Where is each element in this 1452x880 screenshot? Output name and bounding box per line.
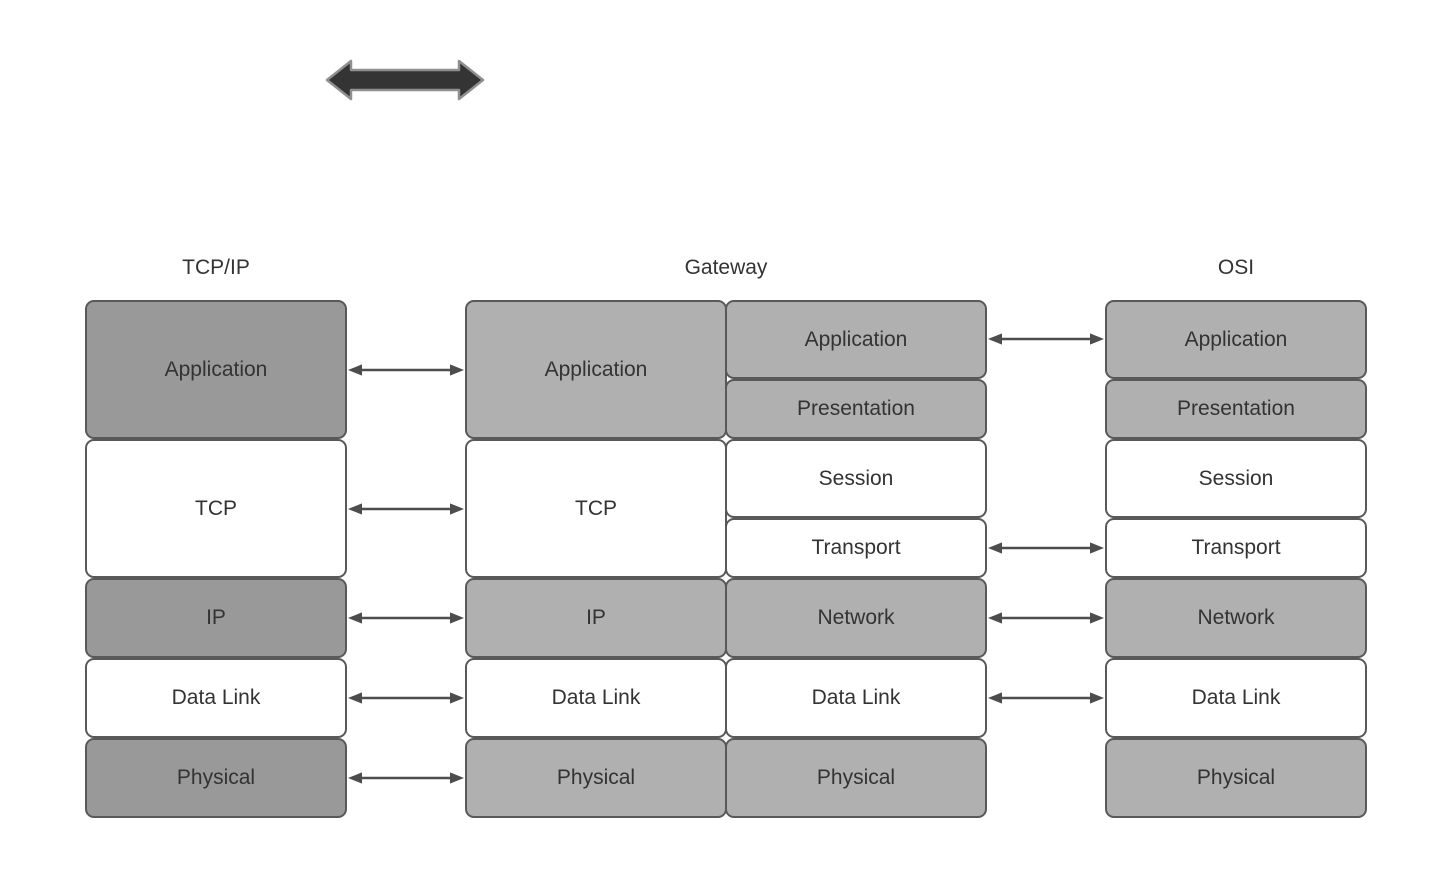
layer-label: Data Link [171,686,261,709]
layer-label: Session [1198,466,1274,490]
osi-layer-data-link: Data Link [1105,658,1367,738]
double-arrow-icon-gateway-osi-application [988,333,1104,345]
tcpip-layer-data-link: Data Link [85,658,347,738]
gateway-right-layer-network: Network [725,578,987,658]
layer-label: Transport [811,536,901,559]
gateway-right-layer-data-link: Data Link [725,658,987,738]
osi-layer-physical: Physical [1105,738,1367,818]
layer-label: Presentation [1177,397,1295,420]
double-arrow-icon-tcpip-gateway-data-link [348,692,464,704]
layer-label: Data Link [811,686,901,709]
osi-layer-session: Session [1105,439,1367,518]
tcpip-layer-physical: Physical [85,738,347,818]
gateway-left-layer-ip: IP [465,578,727,658]
gateway-right-layer-session: Session [725,439,987,518]
osi-layer-presentation: Presentation [1105,379,1367,439]
double-arrow-icon-tcpip-gateway-ip [348,612,464,624]
layer-label: IP [206,606,226,629]
layer-label: Physical [556,766,636,789]
layer-label: Application [1184,327,1288,351]
osi-layer-network: Network [1105,578,1367,658]
osi-layer-application: Application [1105,300,1367,379]
layer-label: Physical [1196,766,1276,789]
layer-label: Network [1197,606,1275,629]
gateway-right-layer-transport: Transport [725,518,987,578]
layer-label: Application [544,357,648,381]
layer-label: Application [804,327,908,351]
double-arrow-icon-gateway-osi-data-link [988,692,1104,704]
tcpip-layer-tcp: TCP [85,439,347,578]
layer-label: Data Link [1191,686,1281,709]
gateway-right-layer-application: Application [725,300,987,379]
layer-label: IP [586,606,606,629]
gateway-left-layer-tcp: TCP [465,439,727,578]
double-arrow-icon-tcpip-gateway-physical [348,772,464,784]
double-arrow-icon-tcpip-gateway-application [348,364,464,376]
gateway-right-layer-physical: Physical [725,738,987,818]
gateway-left-layer-physical: Physical [465,738,727,818]
double-arrow-icon-gateway-osi-network [988,612,1104,624]
gateway-left-layer-data-link: Data Link [465,658,727,738]
horizontal-double-arrow-icon [325,59,485,101]
layer-label: Physical [176,766,256,789]
layer-label: Application [164,357,268,381]
osi-layer-transport: Transport [1105,518,1367,578]
layer-label: Session [818,466,894,490]
layer-label: Presentation [797,397,915,420]
layer-label: Physical [816,766,896,789]
layer-label: TCP [575,496,617,520]
double-arrow-icon-tcpip-gateway-tcp [348,503,464,515]
tcpip-layer-ip: IP [85,578,347,658]
stack-title-osi: OSI [1217,256,1255,279]
stack-title-gateway: Gateway [684,256,768,279]
gateway-right-layer-presentation: Presentation [725,379,987,439]
layer-label: Data Link [551,686,641,709]
horizontal-double-arrow-shape [325,59,485,101]
tcpip-layer-application: Application [85,300,347,439]
layer-label: Network [817,606,895,629]
layer-label: TCP [195,496,237,520]
double-arrow-icon-gateway-osi-transport [988,542,1104,554]
gateway-left-layer-application: Application [465,300,727,439]
stack-title-tcp-ip: TCP/IP [182,256,250,279]
layer-label: Transport [1191,536,1281,559]
